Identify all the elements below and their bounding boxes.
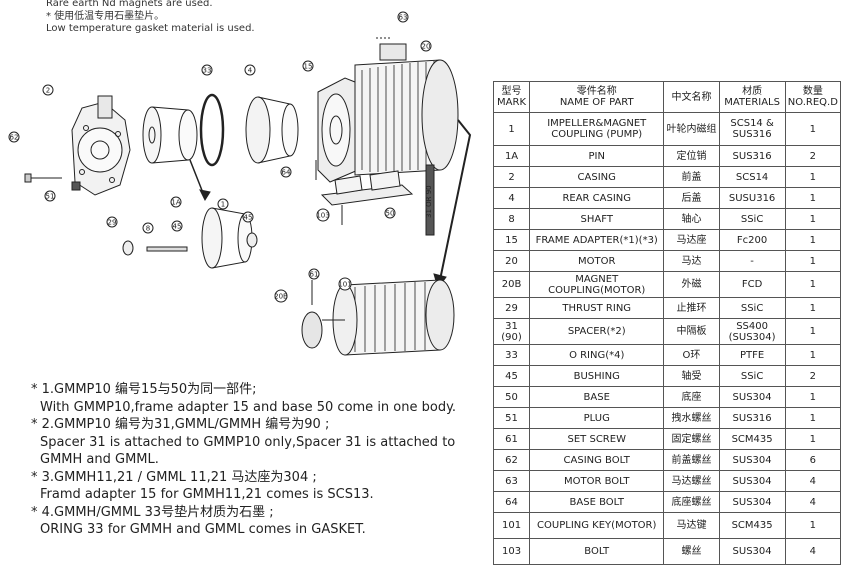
note-line: With GMMP10,frame adapter 15 and base 50… (40, 399, 457, 415)
note-line: * 4.GMMH/GMML 33号垫片材质为石墨 ; (31, 504, 274, 520)
spacer-part (425, 164, 435, 236)
callout-29: 29 (106, 216, 118, 228)
callout-62: 62 (8, 131, 20, 143)
callout-101: 101 (338, 277, 352, 291)
lower-motor-part (301, 279, 455, 356)
callout-45-a: 45 (242, 211, 254, 223)
intro-line: Low temperature gasket material is used. (46, 23, 255, 34)
note-line: * 3.GMMH11,21 / GMML 11,21 马达座为304 ; (31, 469, 317, 485)
note-line: ORING 33 for GMMH and GMML comes in GASK… (40, 522, 366, 537)
spacer-label: 31 OR 90 (425, 185, 433, 218)
callout-63: 63 (397, 11, 409, 23)
svg-text:50: 50 (386, 210, 395, 218)
callout-45-b: 45 (171, 220, 183, 232)
callout-4: 4 (244, 64, 256, 76)
frame-adapter-part (317, 77, 359, 183)
assembly-arrow (439, 119, 472, 281)
intro-line: * 使用低温专用石墨垫片。 (46, 10, 165, 22)
header-cn: 中文名称 (663, 81, 720, 113)
callout-61: 61 (308, 268, 320, 280)
svg-text:4: 4 (248, 67, 253, 75)
callout-51: 51 (44, 190, 56, 202)
rear-casing-part (245, 96, 299, 164)
callout-1: 1 (217, 198, 229, 210)
note-line: * 2.GMMP10 编号为31,GMML/GMMH 编号为90 ; (31, 417, 330, 432)
svg-text:101: 101 (338, 281, 351, 289)
callout-2: 2 (42, 84, 54, 96)
callout-103: 103 (316, 208, 330, 222)
svg-text:45: 45 (244, 214, 253, 222)
note-line: * 1.GMMP10 编号15与50为同一部件; (31, 382, 257, 397)
svg-text:61: 61 (310, 271, 319, 279)
svg-text:33: 33 (203, 67, 212, 75)
exploded-view-diagram: 63 20 33 4 15 2 62 64 51 1A 1 45 45 8 29… (8, 11, 472, 356)
callout-64: 64 (280, 166, 292, 178)
callout-20B: 20B (274, 289, 288, 303)
svg-text:8: 8 (146, 225, 150, 233)
note-line: GMMH and GMML. (40, 452, 159, 467)
callout-8: 8 (142, 222, 154, 234)
svg-text:1: 1 (221, 201, 225, 209)
shaft-part (146, 246, 188, 252)
svg-text:2: 2 (46, 87, 50, 95)
callout-15: 15 (302, 60, 314, 72)
svg-text:29: 29 (108, 219, 117, 227)
o-ring-part (199, 93, 225, 167)
footnotes: * 1.GMMP10 编号15与50为同一部件; With GMMP10,fra… (31, 381, 456, 539)
casing-bolt-part (24, 173, 62, 183)
callout-1A: 1A (170, 196, 182, 208)
callout-50: 50 (384, 207, 396, 219)
svg-text:63: 63 (399, 14, 408, 22)
motor-part (354, 43, 459, 176)
intro-text: Rare earth Nd magnets are used. * 使用低温专用… (46, 0, 255, 36)
impeller-disc-part (142, 106, 198, 164)
plug-part (71, 181, 81, 191)
svg-text:20: 20 (422, 43, 431, 51)
base-part (320, 170, 414, 206)
svg-text:1A: 1A (171, 199, 180, 207)
bushing-part (246, 232, 258, 248)
intro-line: Rare earth Nd magnets are used. (46, 0, 213, 9)
svg-text:51: 51 (46, 193, 55, 201)
svg-text:64: 64 (282, 169, 291, 177)
thrust-ring-part (122, 240, 134, 256)
svg-text:62: 62 (10, 134, 19, 142)
svg-text:20B: 20B (274, 293, 288, 301)
note-line: Spacer 31 is attached to GMMP10 only,Spa… (40, 434, 456, 450)
assembly-arrow-head (199, 189, 211, 202)
svg-text:45: 45 (173, 223, 182, 231)
svg-text:103: 103 (316, 212, 329, 220)
callout-20: 20 (420, 40, 432, 52)
casing-part (71, 95, 131, 196)
callout-33: 33 (201, 64, 213, 76)
note-line: Framd adapter 15 for GMMH11,21 comes is … (40, 487, 374, 502)
svg-text:15: 15 (304, 63, 313, 71)
